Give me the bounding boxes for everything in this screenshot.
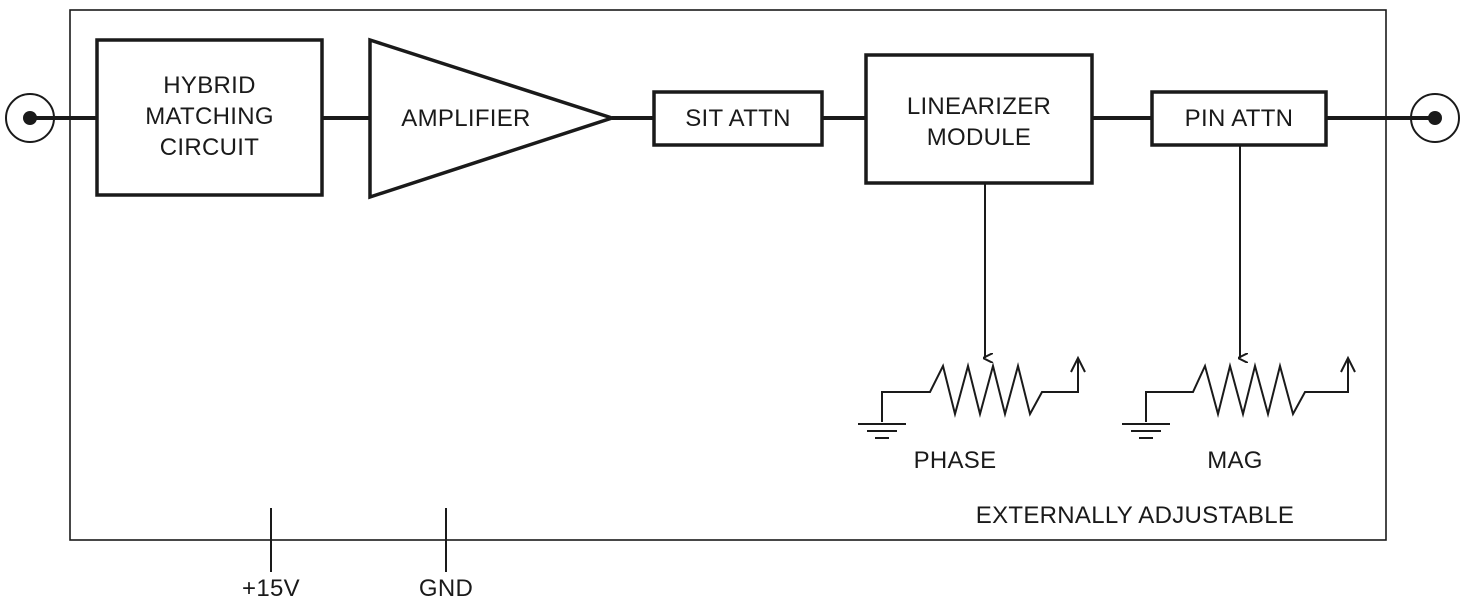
linearizer-module-block <box>864 53 1094 185</box>
phase-label: PHASE <box>913 447 997 474</box>
pin-attn-block <box>1150 90 1328 147</box>
ground-pin-label: GND <box>418 575 474 602</box>
sit-attn-block <box>652 90 824 147</box>
amplifier-triangle <box>368 37 618 200</box>
hybrid-matching-circuit-block <box>95 38 324 197</box>
sit-attn-label: SIT ATTN <box>685 105 791 132</box>
amplifier-label: AMPLIFIER <box>401 105 531 132</box>
hybrid-matching-label: HYBRID MATCHING CIRCUIT <box>145 72 274 161</box>
mag-potentiometer-icon <box>1122 355 1356 439</box>
externally-adjustable-note: EXTERNALLY ADJUSTABLE <box>975 502 1295 529</box>
mag-label: MAG <box>1207 447 1263 474</box>
linearizer-module-label: LINEARIZER MODULE <box>906 93 1052 151</box>
pin-attn-label: PIN ATTN <box>1184 105 1294 132</box>
power-pin-label: +15V <box>242 575 300 602</box>
phase-potentiometer-icon <box>858 355 1086 439</box>
